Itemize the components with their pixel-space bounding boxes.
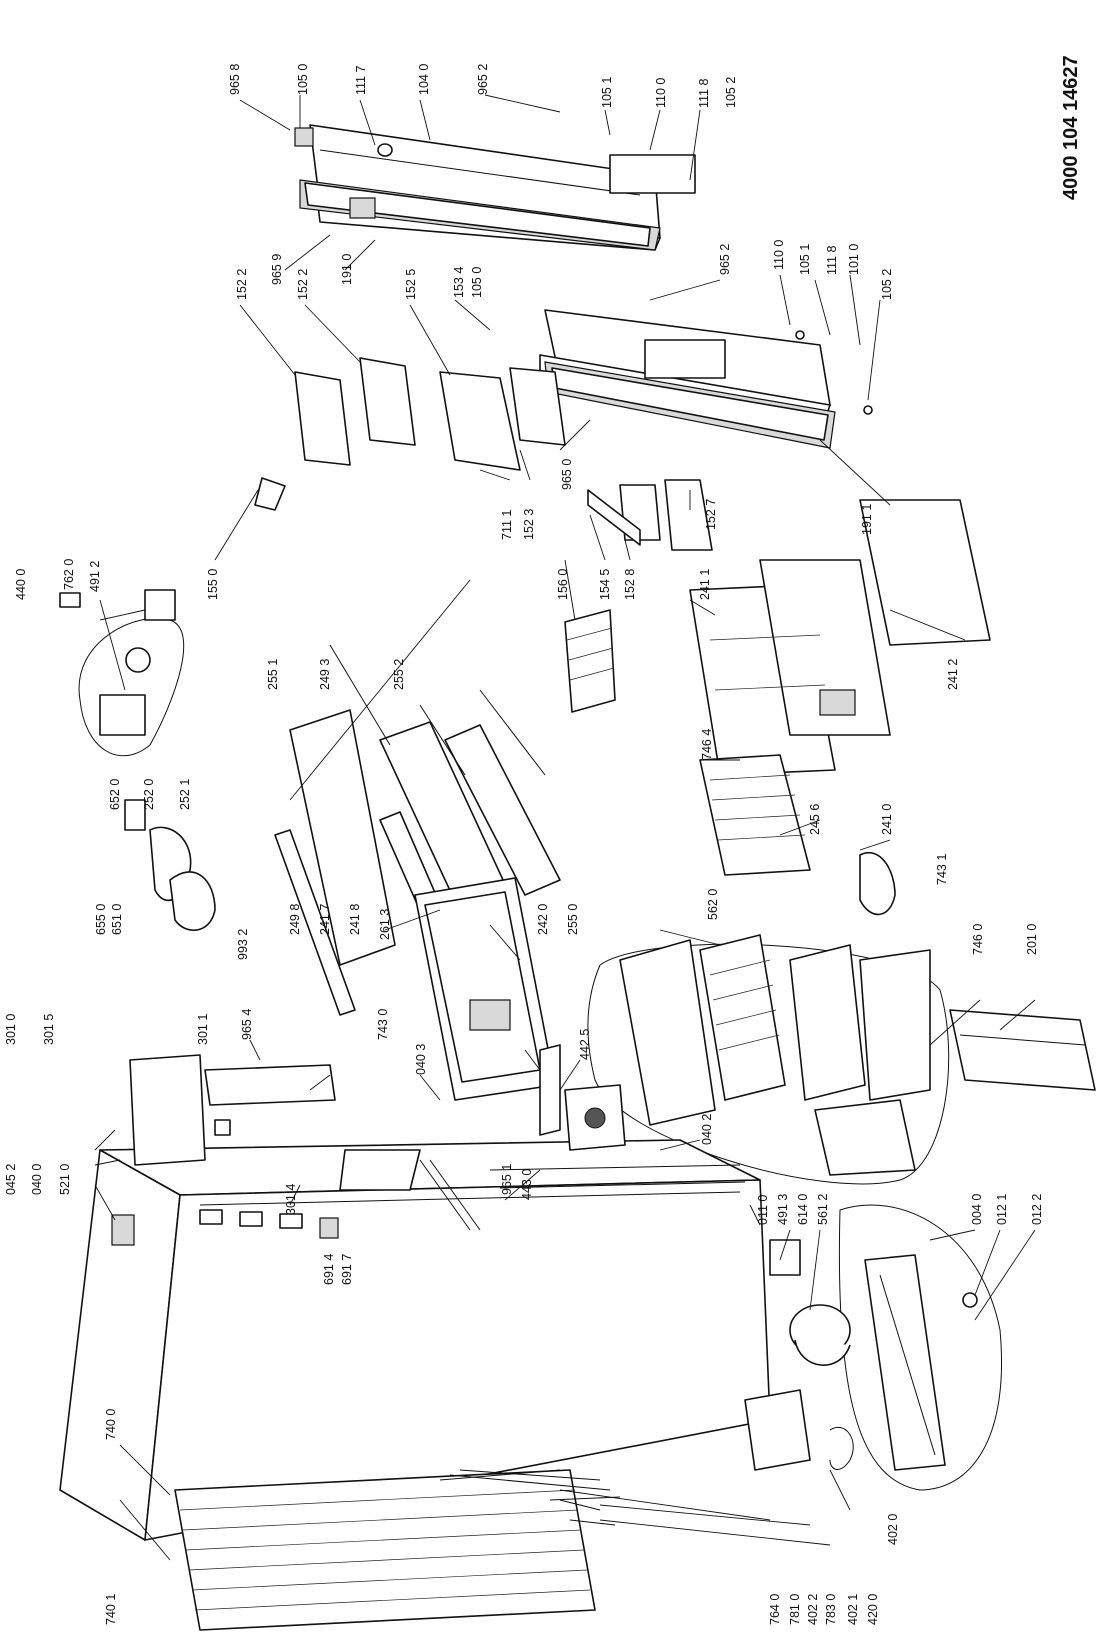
fan-assembly-group	[59, 589, 216, 932]
compressor-group	[744, 1204, 1002, 1491]
fan-motor	[564, 1084, 626, 1151]
pipes	[449, 1469, 616, 1526]
evaporator-group	[587, 934, 950, 1185]
rear-cover	[949, 1009, 1096, 1091]
fridge-door	[539, 309, 873, 449]
control-panel	[129, 1054, 336, 1166]
ice-tray	[564, 609, 616, 713]
door-bins	[254, 357, 713, 551]
crisper-drawer	[414, 877, 561, 1136]
condenser	[174, 1469, 621, 1631]
freezer-door	[294, 124, 696, 251]
cabinet	[59, 1139, 771, 1541]
freezer-baskets	[689, 499, 991, 916]
leader-lines	[94, 94, 1036, 1561]
